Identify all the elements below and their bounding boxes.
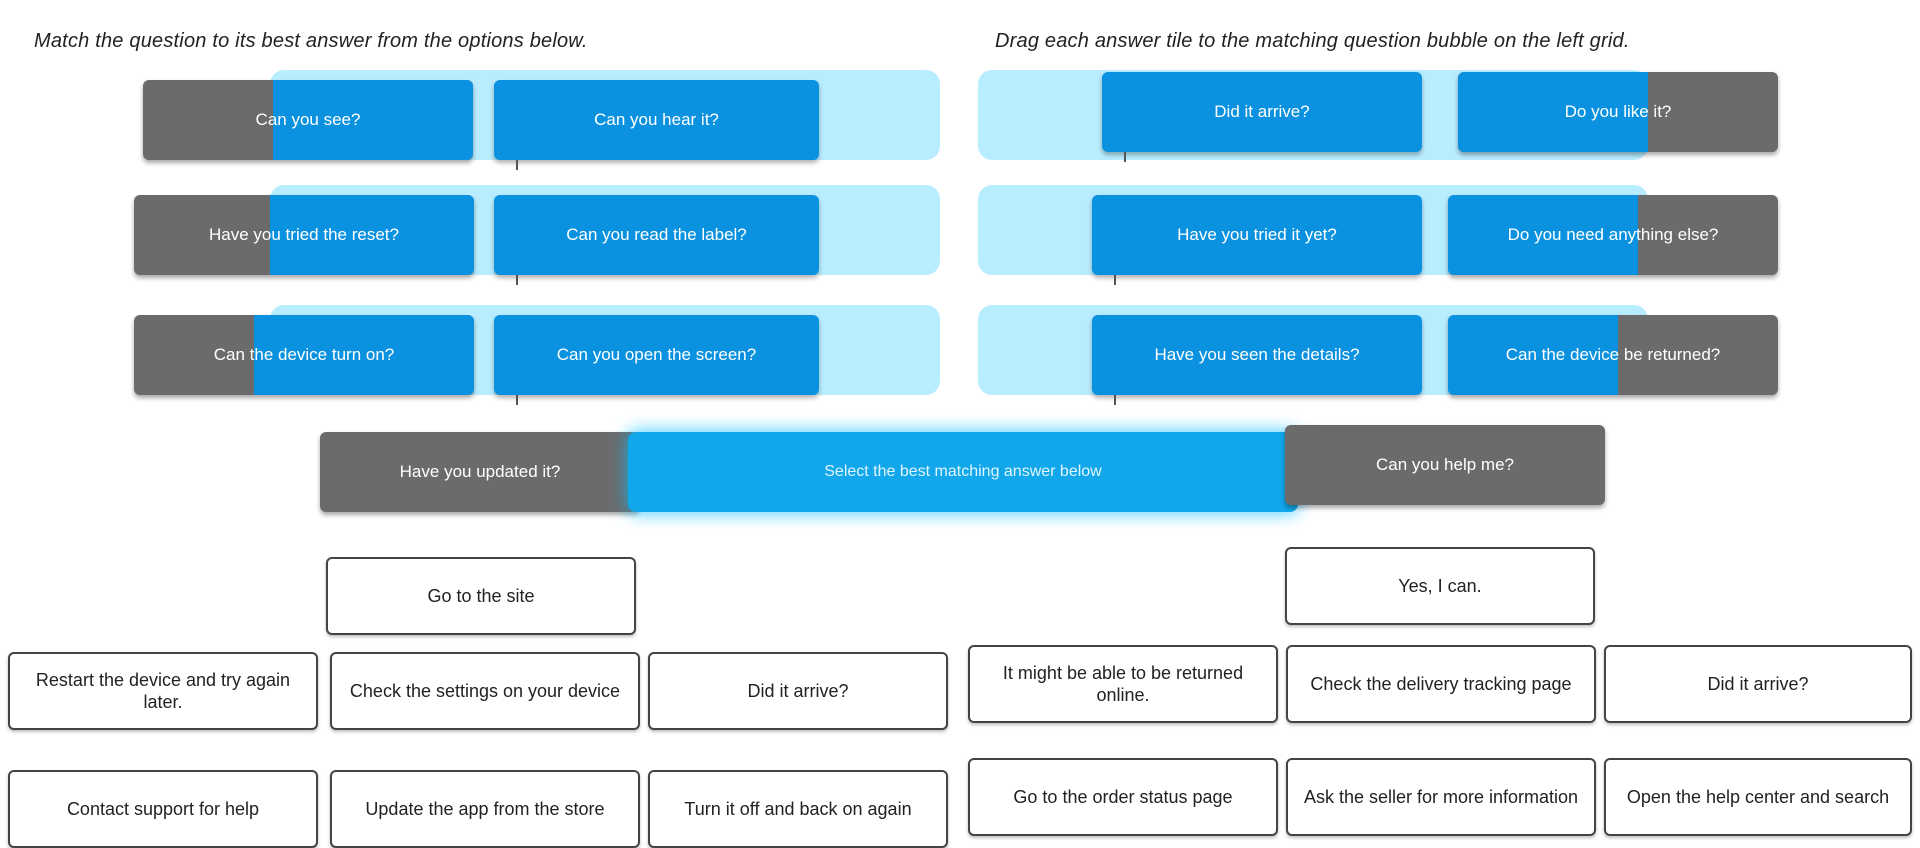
option-label: Do you like it? <box>1564 102 1672 121</box>
instruction-right: Drag each answer tile to the matching qu… <box>995 30 1630 52</box>
answer-choice[interactable]: Open the help center and search <box>1604 758 1912 836</box>
option-label: Can you hear it? <box>594 110 719 129</box>
option-label: Have you tried it yet? <box>1177 225 1337 244</box>
option-highlight <box>254 315 474 395</box>
option-label: Can you help me? <box>1376 455 1514 474</box>
answer-choice[interactable]: Did it arrive? <box>1604 645 1912 723</box>
answer-choice[interactable]: Restart the device and try again later. <box>8 652 318 730</box>
option-bubble[interactable]: Do you need anything else? <box>1448 195 1778 275</box>
option-highlight <box>1448 195 1638 275</box>
option-bubble[interactable]: Can the device turn on? <box>134 315 474 395</box>
option-bubble[interactable]: Have you seen the details? <box>1092 315 1422 405</box>
answer-choice[interactable]: Turn it off and back on again <box>648 770 948 848</box>
option-label: Did it arrive? <box>1214 102 1310 121</box>
option-highlight <box>1448 315 1618 395</box>
option-label: Can you see? <box>255 110 361 129</box>
option-highlight <box>270 195 474 275</box>
answer-choice[interactable]: Check the delivery tracking page <box>1286 645 1596 723</box>
option-label: Can you read the label? <box>566 225 747 244</box>
option-bubble[interactable]: Can the device be returned? <box>1448 315 1778 395</box>
option-bubble[interactable]: Have you updated it? <box>320 432 640 512</box>
option-bubble[interactable]: Have you tried the reset? <box>134 195 474 275</box>
answer-choice[interactable]: Contact support for help <box>8 770 318 848</box>
option-label: Have you seen the details? <box>1154 345 1360 364</box>
answer-choice[interactable]: Go to the site <box>326 557 636 635</box>
option-label: Have you tried the reset? <box>209 225 399 244</box>
option-bubble[interactable]: Can you help me? <box>1285 425 1605 505</box>
option-bubble[interactable]: Do you like it? <box>1458 72 1778 152</box>
answer-choice[interactable]: Check the settings on your device <box>330 652 640 730</box>
option-highlight <box>1458 72 1648 152</box>
answer-drop-zone[interactable]: Select the best matching answer below <box>628 432 1298 512</box>
option-label: Do you need anything else? <box>1507 225 1719 244</box>
answer-choice[interactable]: Ask the seller for more information <box>1286 758 1596 836</box>
answer-choice[interactable]: Update the app from the store <box>330 770 640 848</box>
option-bubble[interactable]: Can you read the label? <box>494 195 819 285</box>
option-bubble[interactable]: Have you tried it yet? <box>1092 195 1422 285</box>
option-label: Can you open the screen? <box>556 345 757 364</box>
option-label: Can the device turn on? <box>213 345 395 364</box>
option-highlight <box>273 80 473 160</box>
option-bubble[interactable]: Can you see? <box>143 80 473 160</box>
option-bubble[interactable]: Can you hear it? <box>494 80 819 170</box>
quiz-page: Match the question to its best answer fr… <box>8 30 1912 848</box>
option-label: Have you updated it? <box>399 462 561 481</box>
option-label: Can the device be returned? <box>1505 345 1721 364</box>
option-bubble[interactable]: Did it arrive? <box>1102 72 1422 162</box>
answer-choice[interactable]: Yes, I can. <box>1285 547 1595 625</box>
option-bubble[interactable]: Can you open the screen? <box>494 315 819 405</box>
answer-choice[interactable]: Go to the order status page <box>968 758 1278 836</box>
instruction-left: Match the question to its best answer fr… <box>34 30 588 52</box>
answer-choice[interactable]: It might be able to be returned online. <box>968 645 1278 723</box>
answer-choice[interactable]: Did it arrive? <box>648 652 948 730</box>
